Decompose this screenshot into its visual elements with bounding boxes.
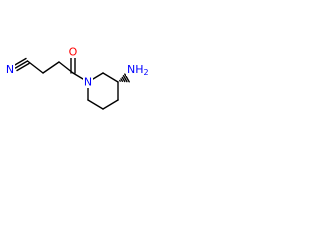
atoms: N O N NH2: [5, 46, 149, 89]
nitrile-bond-1: [13, 57, 27, 67]
stereo-hash-bond: [119, 73, 130, 83]
amine-label: NH2: [127, 63, 149, 77]
bond-c2-c3: [42, 61, 60, 74]
ring-bond-c5-c6: [87, 99, 104, 110]
nitrile-bond-3: [16, 62, 30, 72]
bond-c1-c2: [26, 60, 44, 74]
nitrile-bond-2: [14, 60, 29, 69]
carbonyl-o-atom: O: [68, 46, 78, 59]
molecule-diagram: N O N NH2: [5, 46, 149, 110]
ring-bond-c4-c5: [102, 99, 119, 110]
nitrile-n-atom: N: [5, 63, 15, 76]
ring-n-label: N: [84, 76, 92, 89]
amine-atom: NH2: [126, 62, 149, 77]
nitrile-n-label: N: [6, 63, 14, 76]
bonds: [13, 56, 130, 110]
amine-symbol: NH: [127, 63, 144, 76]
ring-n-atom: N: [83, 76, 93, 89]
ring-bond-c2-c3: [102, 72, 119, 83]
amine-subscript: 2: [144, 68, 149, 77]
carbonyl-o-label: O: [69, 46, 78, 59]
